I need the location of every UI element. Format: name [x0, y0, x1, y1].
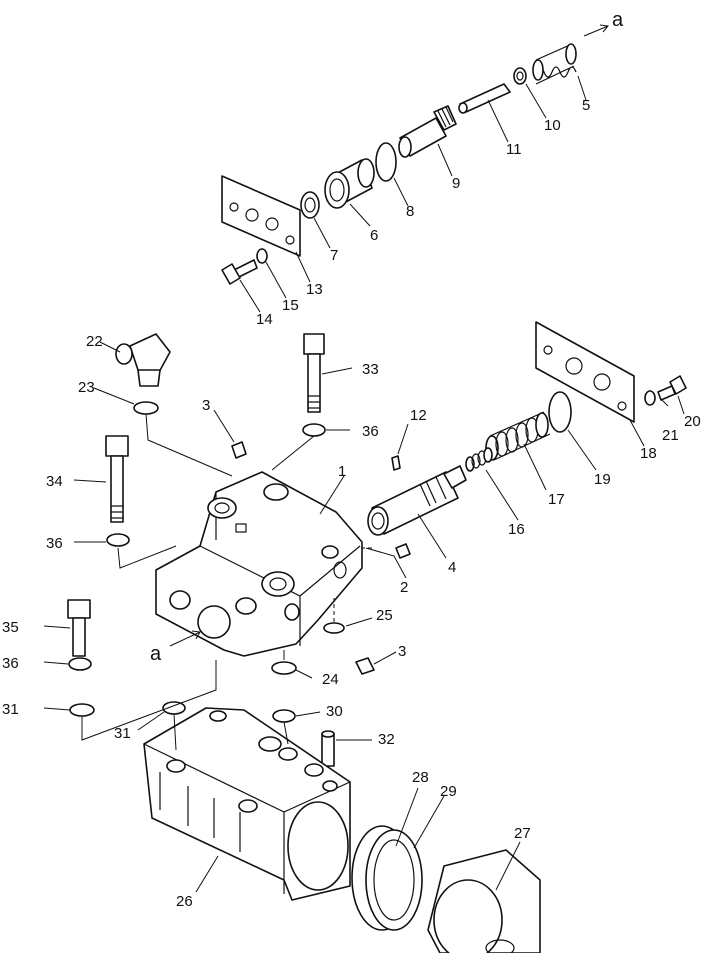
arrow-to-a-top: [583, 24, 609, 37]
callout-3-top: 3: [202, 397, 210, 414]
pin-32: [321, 730, 335, 767]
callout-12: 12: [410, 407, 427, 424]
o-ring-19: [548, 391, 572, 433]
elbow-fitting-22: [115, 333, 171, 387]
bolt-33: [303, 333, 325, 413]
plate-18: [535, 321, 635, 423]
callout-labels: 5 10 11 9 8 6 7 13 15 14 22 23 33 3 36 1…: [2, 9, 701, 910]
callout-34: 34: [46, 473, 63, 490]
o-ring-25: [323, 622, 345, 634]
bolt-34: [105, 435, 129, 523]
callout-16: 16: [508, 521, 525, 538]
callout-21: 21: [662, 427, 679, 444]
reference-a-left: a: [150, 643, 162, 665]
washer-21: [644, 390, 656, 406]
callout-13: 13: [306, 281, 323, 298]
plug-3-top: [231, 441, 247, 459]
callout-22: 22: [86, 333, 103, 350]
housing-26: [143, 707, 351, 901]
bushing-7: [300, 191, 320, 219]
ring-29: [365, 829, 423, 931]
plug-2: [395, 543, 411, 559]
callout-6: 6: [370, 227, 378, 244]
washer-36-top: [302, 423, 326, 437]
spool-9: [398, 105, 457, 158]
washer-36-bottom: [68, 657, 92, 671]
o-ring-8: [375, 142, 397, 182]
callout-5: 5: [582, 97, 590, 114]
sleeve-6: [324, 158, 375, 209]
rod-11: [458, 83, 511, 114]
callout-25: 25: [376, 607, 393, 624]
callout-33: 33: [362, 361, 379, 378]
callout-7: 7: [330, 247, 338, 264]
leader-lines: [43, 75, 685, 893]
spring-5: [532, 43, 577, 85]
callout-23: 23: [78, 379, 95, 396]
callout-2: 2: [400, 579, 408, 596]
callout-20: 20: [684, 413, 701, 430]
spring-17: [485, 411, 551, 461]
assembly-guide-lines: [81, 413, 372, 751]
callout-8: 8: [406, 203, 414, 220]
callout-9: 9: [452, 175, 460, 192]
callout-24: 24: [322, 671, 339, 688]
callout-4: 4: [448, 559, 456, 576]
plate-13: [221, 175, 301, 257]
callout-32: 32: [378, 731, 395, 748]
o-ring-31-left: [69, 703, 95, 717]
o-ring-30: [272, 709, 296, 723]
callout-3-right: 3: [398, 643, 406, 660]
bolt-14: [221, 259, 258, 285]
callout-11: 11: [506, 141, 522, 158]
o-ring-23: [133, 401, 159, 415]
callout-14: 14: [256, 311, 273, 328]
callout-17: 17: [548, 491, 565, 508]
callout-36-top: 36: [362, 423, 379, 440]
valve-body-1: [155, 471, 363, 657]
o-ring-31-right: [162, 701, 186, 715]
callout-36-middle: 36: [46, 535, 63, 552]
callout-31-left: 31: [2, 701, 19, 718]
callout-26: 26: [176, 893, 193, 910]
callout-36-bottom: 36: [2, 655, 19, 672]
callout-1: 1: [338, 463, 346, 480]
callout-29: 29: [440, 783, 457, 800]
washer-15: [256, 248, 268, 264]
washer-10: [513, 67, 527, 85]
spring-16: [465, 447, 493, 472]
callout-35: 35: [2, 619, 19, 636]
pin-12: [391, 455, 401, 471]
washer-36-middle: [106, 533, 130, 547]
callout-31-right: 31: [114, 725, 131, 742]
callout-30: 30: [326, 703, 343, 720]
arrow-to-a-left: [169, 630, 201, 647]
spool-4: [367, 465, 467, 536]
callout-15: 15: [282, 297, 299, 314]
bolt-20: [657, 375, 687, 401]
callout-18: 18: [640, 445, 657, 462]
callout-19: 19: [594, 471, 611, 488]
callout-10: 10: [544, 117, 561, 134]
cap-27: [427, 849, 541, 953]
plug-3-right: [355, 657, 375, 675]
callout-28: 28: [412, 769, 429, 786]
callout-27: 27: [514, 825, 531, 842]
reference-a-top: a: [612, 9, 624, 31]
o-ring-24: [271, 661, 297, 675]
bolt-35: [67, 599, 91, 657]
